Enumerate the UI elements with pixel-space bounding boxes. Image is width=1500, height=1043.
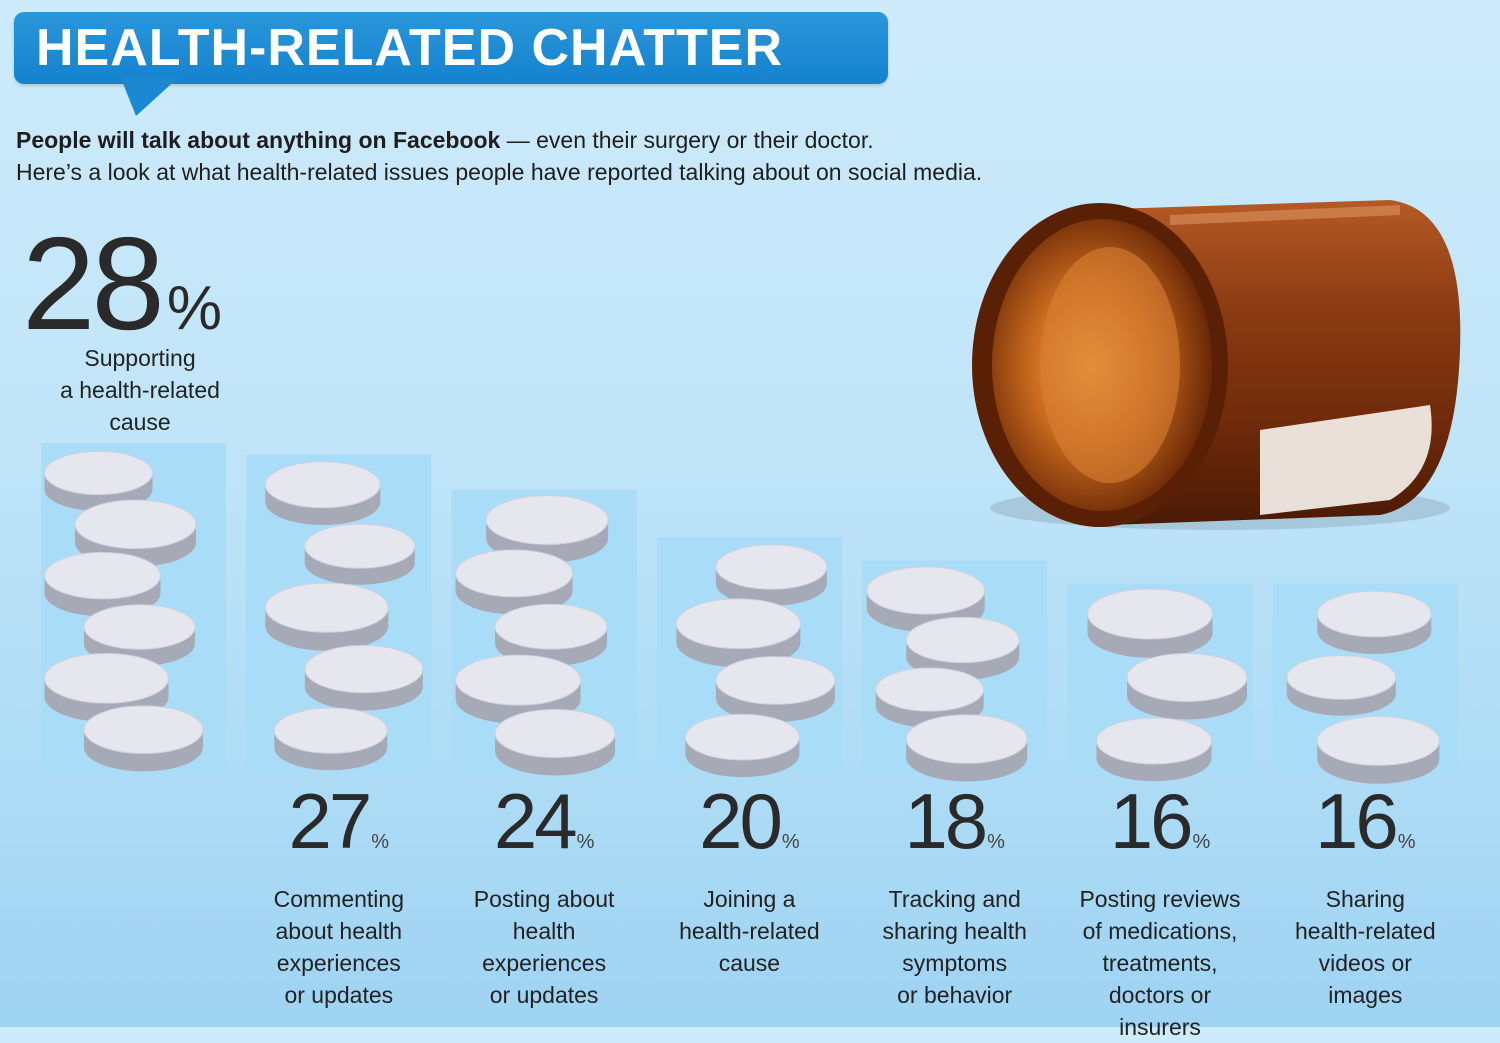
stat-label: Posting about health experiences or updates [449, 883, 639, 1011]
stat-value: 20% [654, 782, 844, 881]
stat-block: 16% Sharing health-related videos or images [1270, 782, 1460, 1011]
stat-percent: % [781, 831, 800, 853]
stat-label-line: health-related [679, 918, 820, 944]
stat-block: 18% Tracking and sharing health symptoms or … [860, 782, 1050, 1011]
stat-label: Joining a health-related cause [654, 883, 844, 979]
stat-value: 24% [449, 782, 639, 881]
stat-label-line: of medications, [1082, 918, 1238, 944]
stat-number: 27 [288, 777, 373, 865]
stat-value: 18% [860, 782, 1050, 881]
bar [246, 454, 432, 772]
stat-label-line: cause [718, 950, 781, 976]
top-stat-label: Supporting a health-related cause [60, 345, 220, 435]
stat-percent: % [1397, 831, 1416, 853]
stat-value: 27% [244, 782, 434, 881]
stat-label: Posting reviews of medications, treatments… [1065, 883, 1255, 1043]
bar [451, 490, 637, 776]
bar [1067, 584, 1253, 782]
stat-number: 18 [904, 777, 988, 865]
stat-percent: % [987, 831, 1005, 853]
stat-block: 20% Joining a health-related cause [654, 782, 844, 979]
bar [1272, 584, 1458, 784]
stat-value: 16% [1065, 782, 1255, 881]
stat-block: 16% Posting reviews of medications, treatme… [1065, 782, 1255, 1043]
bar [862, 560, 1048, 782]
stat-percent: % [576, 831, 595, 853]
stat-label-line: Tracking and [888, 886, 1021, 912]
stat-label-line: symptoms [902, 950, 1008, 976]
stat-label-line: health [512, 918, 576, 944]
pill-bottle-illustration [972, 200, 1461, 530]
stat-number: 16 [1315, 777, 1399, 865]
stat-number: 16 [1109, 777, 1194, 865]
stat-label: Tracking and sharing health symptoms or beh… [860, 883, 1050, 1011]
stat-label-line: sharing health [882, 918, 1027, 944]
stat-percent: % [371, 831, 390, 853]
stat-label-line: videos or [1318, 950, 1412, 976]
title-banner: HEALTH-RELATED CHATTER [14, 12, 888, 84]
intro-bold: People will talk about anything on Faceb… [16, 127, 501, 153]
stat-label-line: about health [275, 918, 403, 944]
speech-bubble-tail [120, 76, 180, 116]
stat-label-line: Commenting [273, 886, 404, 912]
intro-rest: — even their surgery or their doctor. [500, 127, 874, 153]
page-title: HEALTH-RELATED CHATTER [36, 19, 784, 77]
stat-label-line: treatments, [1102, 950, 1218, 976]
stat-label-line: or behavior [897, 982, 1013, 1008]
stat-percent: % [1192, 831, 1211, 853]
stat-block: 24% Posting about health experiences or upda… [449, 782, 639, 1011]
intro-text: People will talk about anything on Faceb… [16, 124, 1076, 188]
stat-number: 24 [493, 777, 578, 865]
stat-label-line: insurers [1119, 1014, 1201, 1040]
stat-label-line: experiences [482, 950, 607, 976]
intro-line-2: Here’s a look at what health-related iss… [16, 159, 983, 185]
stat-block: 27% Commenting about health experiences or u… [244, 782, 434, 1011]
stat-label-line: Posting reviews [1079, 886, 1241, 912]
stat-label-line: experiences [276, 950, 401, 976]
top-stat-value: 28% [22, 210, 222, 357]
stat-label-line: Sharing [1325, 886, 1405, 912]
stat-label-line: or updates [489, 982, 599, 1008]
stat-label-line: health-related [1294, 918, 1436, 944]
bar [656, 537, 842, 778]
stat-label-line: Posting about [473, 886, 615, 912]
stat-label-line: Joining a [703, 886, 796, 912]
bar [41, 443, 226, 772]
stat-label-line: doctors or [1108, 982, 1212, 1008]
stat-label-line: images [1328, 982, 1403, 1008]
stat-label-line: or updates [284, 982, 394, 1008]
stat-number: 20 [699, 777, 783, 865]
stat-value: 16% [1270, 782, 1460, 881]
stat-label: Sharing health-related videos or images [1270, 883, 1460, 1011]
stat-label: Commenting about health experiences or upda… [244, 883, 434, 1011]
